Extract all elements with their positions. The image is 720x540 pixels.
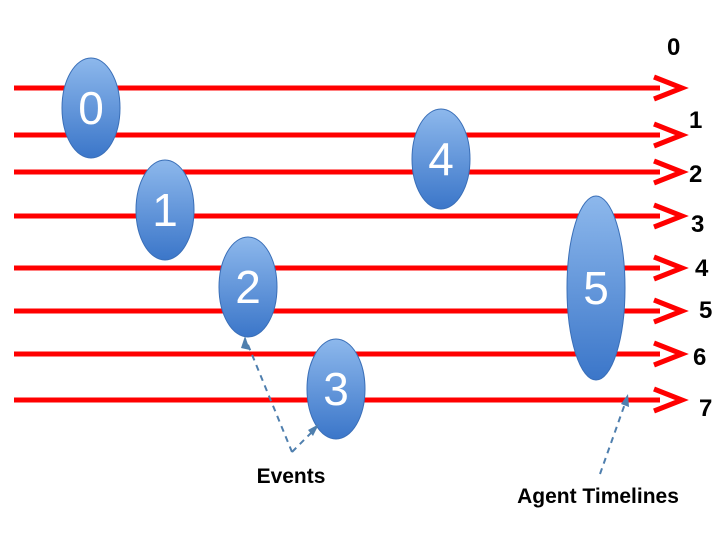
event-bubble bbox=[61, 57, 121, 159]
events-annotation: Events bbox=[257, 465, 326, 488]
timeline-0: 0 bbox=[14, 34, 689, 102]
pointers-layer bbox=[241, 336, 629, 475]
timeline-arrowhead bbox=[653, 202, 689, 230]
timeline-arrowhead bbox=[653, 121, 689, 149]
events-pointer-to-event-3 bbox=[291, 427, 317, 453]
agent-timelines-pointer bbox=[599, 397, 628, 475]
timeline-2: 2 bbox=[14, 158, 702, 188]
event-bubble bbox=[566, 195, 626, 381]
event-3: 3 bbox=[306, 338, 366, 440]
timeline-label: 4 bbox=[695, 255, 709, 282]
event-label: 2 bbox=[235, 261, 261, 313]
agent-timelines-pointer-arrowhead bbox=[621, 394, 629, 407]
event-label: 3 bbox=[323, 363, 349, 415]
timeline-label: 1 bbox=[689, 107, 702, 134]
timeline-5: 5 bbox=[14, 297, 712, 325]
timeline-arrowhead bbox=[653, 74, 689, 102]
event-0: 0 bbox=[61, 57, 121, 159]
timeline-arrowhead bbox=[653, 254, 689, 282]
event-2: 2 bbox=[218, 236, 278, 338]
event-bubble bbox=[411, 108, 471, 210]
event-4: 4 bbox=[411, 108, 471, 210]
timeline-arrowhead bbox=[653, 386, 689, 414]
event-bubble bbox=[218, 236, 278, 338]
events-pointer-arrowhead-2 bbox=[241, 336, 250, 350]
timeline-label: 2 bbox=[689, 161, 702, 188]
agent-timelines-annotation: Agent Timelines bbox=[517, 485, 679, 508]
timeline-label: 7 bbox=[699, 395, 712, 422]
timeline-arrowhead bbox=[653, 340, 689, 368]
timeline-label: 3 bbox=[691, 211, 704, 238]
timeline-arrowhead bbox=[653, 297, 689, 325]
timeline-arrowhead bbox=[653, 158, 689, 186]
timeline-3: 3 bbox=[14, 202, 704, 238]
timeline-4: 4 bbox=[14, 254, 709, 282]
timeline-label: 6 bbox=[693, 344, 706, 371]
event-bubble bbox=[135, 159, 195, 261]
event-label: 0 bbox=[78, 82, 104, 134]
event-bubble bbox=[306, 338, 366, 440]
timeline-label: 0 bbox=[667, 34, 680, 61]
event-5: 5 bbox=[566, 195, 626, 381]
event-1: 1 bbox=[135, 159, 195, 261]
event-label: 1 bbox=[152, 184, 178, 236]
timeline-label: 5 bbox=[699, 297, 712, 324]
events-pointer-to-event-2 bbox=[245, 339, 293, 453]
event-label: 5 bbox=[583, 262, 609, 314]
event-label: 4 bbox=[428, 133, 454, 185]
timeline-1: 1 bbox=[14, 107, 702, 149]
events-pointer-arrowhead-3 bbox=[308, 424, 319, 436]
events-layer: 01 2 3 4 5 bbox=[61, 57, 626, 440]
